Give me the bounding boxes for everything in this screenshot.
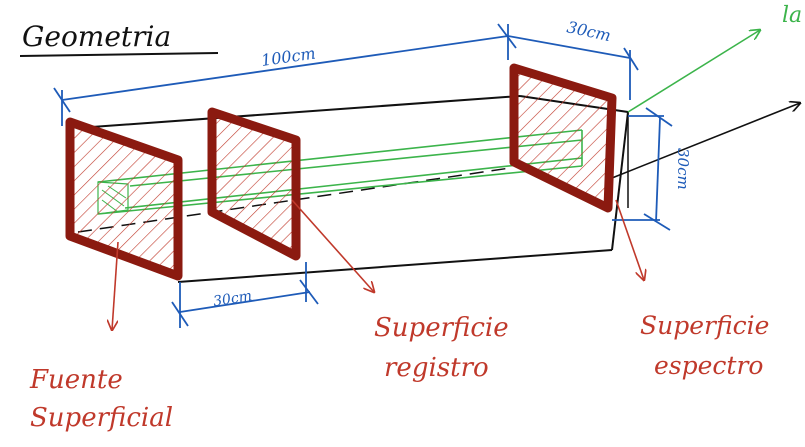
fuente-label-line1: Fuente bbox=[29, 365, 123, 395]
surface-espectro bbox=[509, 63, 617, 213]
beam-axis-arrow bbox=[627, 30, 760, 113]
height-dimension-label: 30cm bbox=[674, 148, 692, 190]
title-underline bbox=[19, 52, 219, 57]
dimension-lines bbox=[53, 23, 673, 328]
diagram-title: Geometria bbox=[22, 20, 171, 53]
axis-fragment-label: la bbox=[782, 3, 802, 28]
black-axis-arrow bbox=[611, 103, 800, 179]
spacing-dimension-label: 30cm bbox=[212, 288, 253, 310]
espectro-pointer-arrow bbox=[615, 199, 644, 280]
width-dimension-label: 30cm bbox=[565, 17, 612, 45]
registro-label-line2: registro bbox=[384, 353, 489, 383]
espectro-label-line1: Superficie bbox=[640, 311, 769, 340]
fuente-pointer-arrow bbox=[112, 241, 119, 330]
fuente-label-line2: Superficial bbox=[30, 403, 173, 433]
length-dimension-label: 100cm bbox=[260, 44, 317, 70]
registro-pointer-arrow bbox=[291, 199, 374, 292]
surface-fuente bbox=[65, 117, 183, 281]
surface-registro bbox=[207, 107, 301, 261]
registro-label-line1: Superficie bbox=[374, 313, 509, 343]
espectro-label-line2: espectro bbox=[654, 351, 763, 380]
